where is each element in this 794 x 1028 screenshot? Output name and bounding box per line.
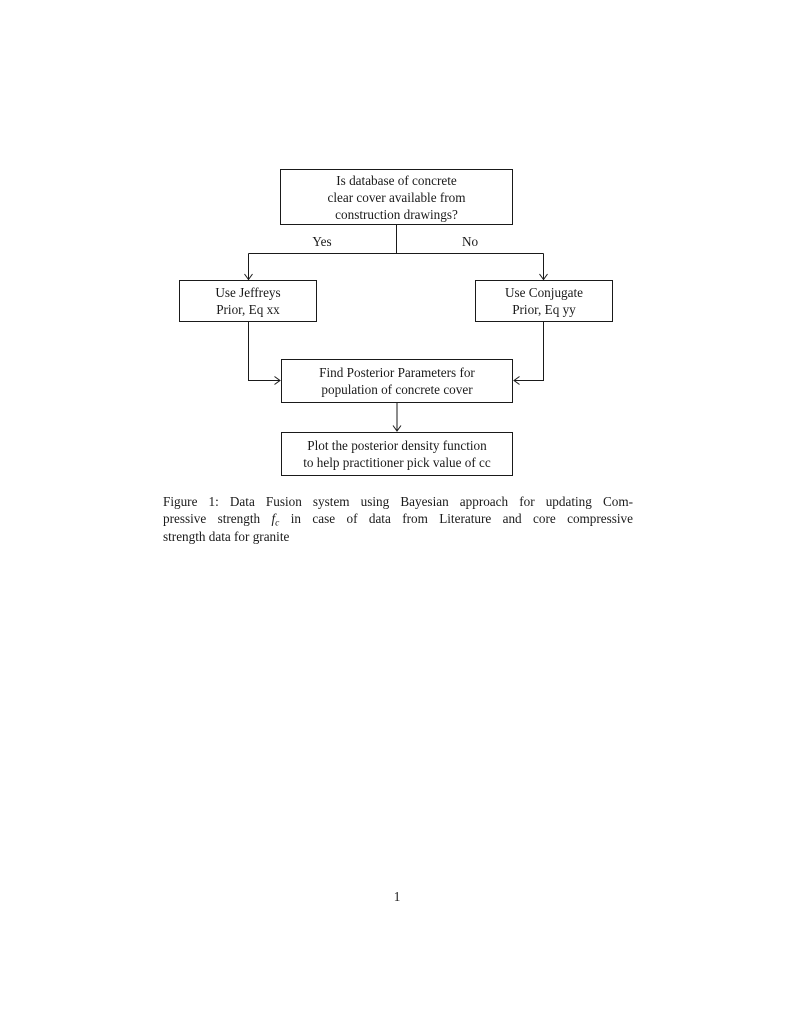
- flowchart-box-decision: Is database of concrete clear cover avai…: [280, 169, 513, 225]
- flowchart-box-conjugate-prior: Use Conjugate Prior, Eq yy: [475, 280, 613, 322]
- caption-line-3: strength data for granite: [163, 528, 290, 544]
- arrowhead-yes-down-icon: [244, 273, 253, 281]
- jeffreys-line-1: Use Jeffreys: [215, 285, 281, 300]
- conjugate-line-2: Prior, Eq yy: [512, 302, 576, 317]
- connector-jeffreys-to-posterior: [248, 322, 280, 381]
- page-number: 1: [393, 889, 401, 904]
- figure-caption: Figure 1: Data Fusion system using Bayes…: [163, 493, 633, 545]
- plot-line-1: Plot the posterior density function: [307, 438, 487, 453]
- arrowhead-no-down-icon: [539, 273, 548, 281]
- decision-line-3: construction drawings?: [335, 206, 458, 222]
- math-fc-var: f: [271, 511, 276, 527]
- edge-label-yes: Yes: [312, 234, 332, 249]
- flowchart-box-jeffreys-prior: Use Jeffreys Prior, Eq xx: [179, 280, 317, 322]
- caption-line-2-post: in case of data from Literature and core…: [279, 511, 634, 527]
- arrowhead-center-down-icon: [392, 425, 402, 432]
- plot-line-2: to help practitioner pick value of cc: [303, 455, 491, 470]
- jeffreys-line-2: Prior, Eq xx: [216, 302, 280, 317]
- arrowhead-left-elbow-right-icon: [274, 376, 281, 385]
- caption-line-1: Figure 1: Data Fusion system using Bayes…: [163, 494, 633, 509]
- connector-conjugate-to-posterior: [514, 322, 544, 381]
- flowchart-box-posterior-parameters: Find Posterior Parameters for population…: [281, 359, 513, 403]
- decision-line-1: Is database of concrete: [336, 172, 457, 188]
- flowchart-box-plot-density: Plot the posterior density function to h…: [281, 432, 513, 476]
- posterior-line-2: population of concrete cover: [321, 382, 473, 397]
- conjugate-line-1: Use Conjugate: [504, 285, 583, 300]
- caption-line-2-pre: pressive strength: [163, 511, 272, 527]
- caption-line-2: pressive strength fc in case of data fro…: [163, 510, 634, 530]
- decision-line-2: clear cover available from: [327, 189, 466, 205]
- arrowhead-right-elbow-left-icon: [513, 376, 520, 385]
- edge-label-no: No: [461, 234, 479, 249]
- math-fc-sub: c: [275, 519, 280, 530]
- math-fc: fc: [271, 511, 280, 530]
- posterior-line-1: Find Posterior Parameters for: [319, 365, 475, 380]
